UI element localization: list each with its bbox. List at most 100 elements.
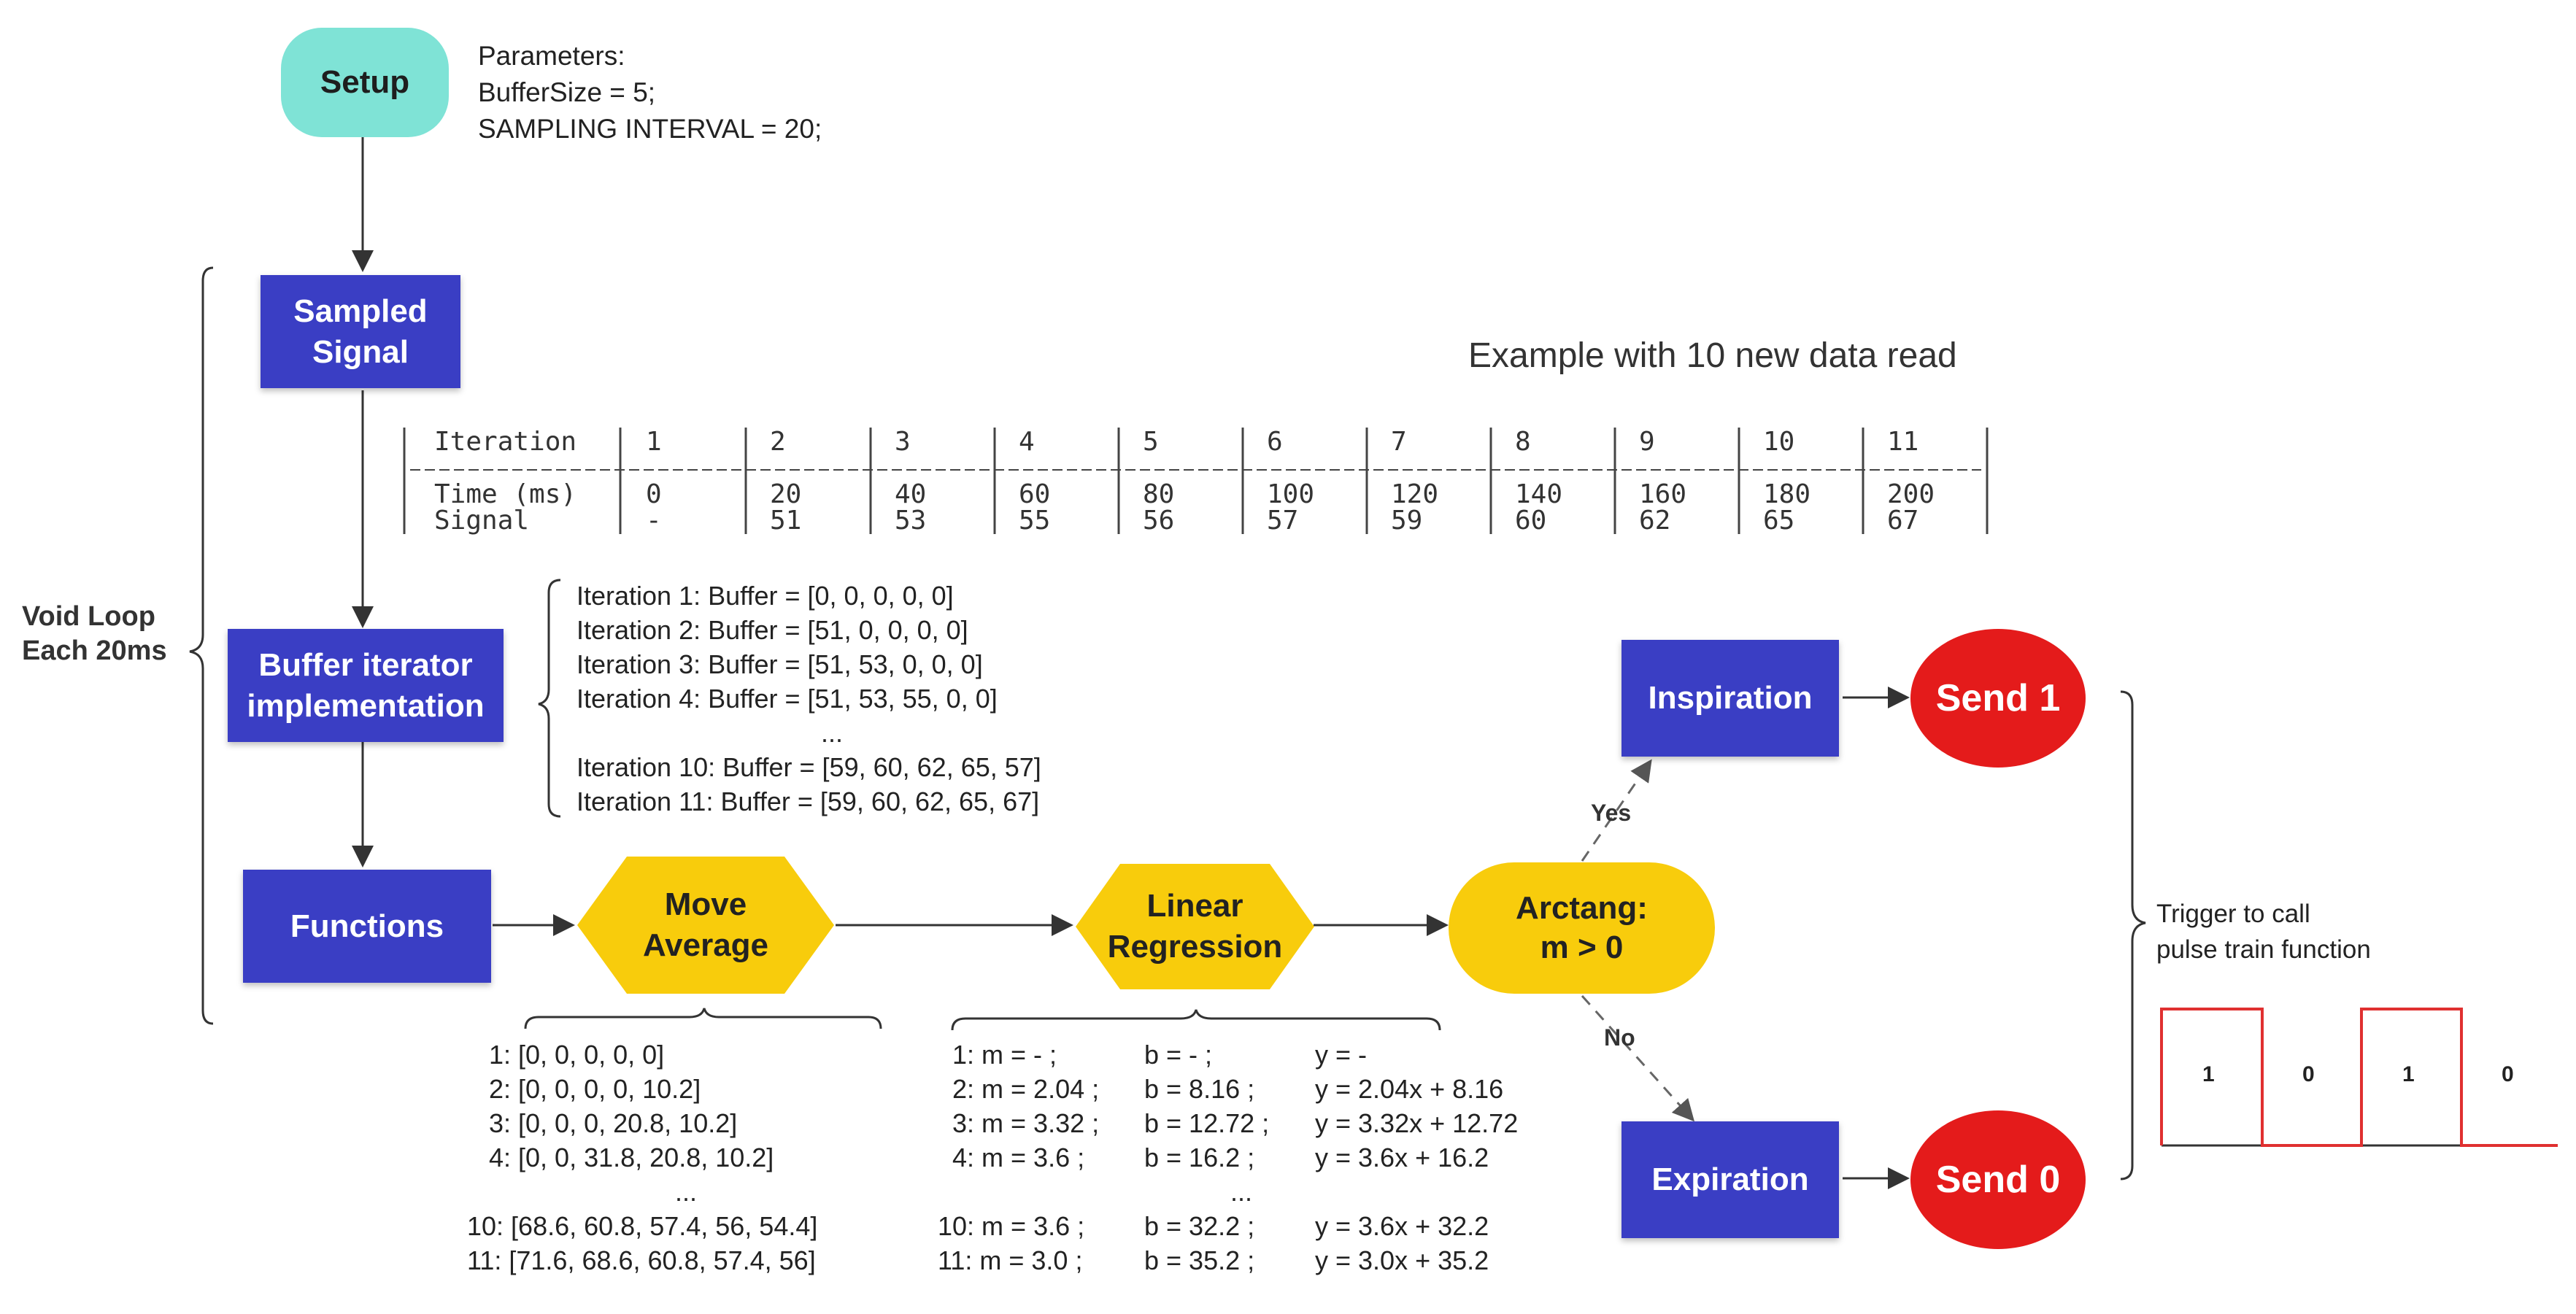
buffer-ellipsis: ... (821, 718, 844, 748)
regression-b: b = 35.2 ; (1144, 1245, 1255, 1275)
average-line: 4: [0, 0, 31.8, 20.8, 10.2] (489, 1143, 774, 1172)
table-grid (403, 428, 1989, 534)
row-label-signal: Signal (434, 506, 530, 536)
average-line: 2: [0, 0, 0, 0, 10.2] (489, 1074, 701, 1104)
row-label-iteration: Iteration (434, 427, 577, 457)
buffer-line: Iteration 1: Buffer = [0, 0, 0, 0, 0] (576, 581, 954, 611)
average-ellipsis: ... (675, 1177, 698, 1207)
linear-regression-label-2: Regression (1107, 929, 1283, 965)
void-loop-line: Void Loop (22, 601, 155, 632)
trigger-line: Trigger to call (2156, 900, 2310, 928)
arrow-no-branch (1581, 995, 1694, 1122)
table-cell: 1 (646, 427, 662, 457)
regression-m: 10: m = 3.6 ; (938, 1211, 1085, 1241)
average-lines: 1: [0, 0, 0, 0, 0] 2: [0, 0, 0, 0, 10.2]… (467, 1037, 817, 1278)
arctang-label-2: m > 0 (1540, 930, 1624, 965)
send0-node[interactable]: Send 0 (1910, 1110, 2086, 1249)
pulse-label: 1 (2202, 1062, 2215, 1086)
table-cell: 0 (646, 479, 662, 509)
trigger-text: Trigger to call pulse train function (2156, 896, 2371, 967)
pulse-label: 1 (2402, 1062, 2415, 1086)
regression-y: y = - (1315, 1040, 1368, 1070)
param-line: Parameters: (478, 41, 625, 71)
table-cell: 60 (1019, 479, 1051, 509)
average-line: 11: [71.6, 68.6, 60.8, 57.4, 56] (467, 1245, 816, 1275)
linear-regression-label-1: Linear (1146, 888, 1243, 924)
buffer-line: Iteration 11: Buffer = [59, 60, 62, 65, … (576, 787, 1040, 816)
regression-y: y = 3.6x + 16.2 (1315, 1143, 1489, 1172)
trigger-line: pulse train function (2156, 935, 2371, 964)
table-cell: 80 (1143, 479, 1175, 509)
regression-m: 11: m = 3.0 ; (938, 1245, 1083, 1275)
table-cell: 57 (1267, 506, 1299, 536)
example-title: Example with 10 new data read (1468, 336, 1957, 375)
functions-node[interactable]: Functions (243, 870, 491, 983)
arctang-node[interactable]: Arctang: m > 0 (1449, 862, 1715, 994)
table-cell: 10 (1763, 427, 1795, 457)
send-brace (2120, 690, 2146, 1180)
regression-b: b = - ; (1144, 1040, 1213, 1070)
table-cell: 20 (770, 479, 802, 509)
buffer-lines: Iteration 1: Buffer = [0, 0, 0, 0, 0] It… (576, 579, 1041, 819)
table-cell: 65 (1763, 506, 1795, 536)
average-line: 10: [68.6, 60.8, 57.4, 56, 54.4] (467, 1211, 818, 1241)
regression-y (1315, 1175, 1518, 1209)
move-average-label-1: Move (664, 886, 747, 922)
inspiration-label: Inspiration (1648, 680, 1813, 716)
regression-y: y = 3.32x + 12.72 (1315, 1108, 1519, 1138)
row-label-time: Time (ms) (434, 479, 577, 509)
buffer-iterator-label-2: implementation (247, 687, 485, 724)
buffer-line: Iteration 2: Buffer = [51, 0, 0, 0, 0] (576, 615, 968, 645)
table-cell: 60 (1515, 506, 1547, 536)
buffer-line: Iteration 4: Buffer = [51, 53, 55, 0, 0] (576, 684, 998, 714)
linear-regression-shape (1076, 864, 1314, 989)
table-cell: 9 (1639, 427, 1655, 457)
regression-y: y = 3.6x + 32.2 (1315, 1211, 1489, 1241)
table-cell: 8 (1515, 427, 1531, 457)
void-loop-brace (189, 266, 214, 1025)
table-cell: 55 (1019, 506, 1051, 536)
pulse-train-waveform (2160, 1008, 2558, 1147)
table-cell: 200 (1887, 479, 1935, 509)
buffer-brace (538, 579, 561, 818)
sampled-signal-label-1: Sampled (293, 293, 428, 329)
table-cell: 5 (1143, 427, 1159, 457)
move-average-shape (577, 857, 834, 994)
table-cell: 2 (770, 427, 786, 457)
table-cell: 53 (895, 506, 927, 536)
table-cell: 180 (1763, 479, 1811, 509)
table-cell: 40 (895, 479, 927, 509)
regression-y: y = 2.04x + 8.16 (1315, 1074, 1504, 1104)
buffer-iterator-label-1: Buffer iterator (258, 646, 473, 683)
yes-label: Yes (1591, 800, 1632, 826)
regression-m (938, 1175, 1099, 1209)
regression-m: 1: m = - ; (952, 1040, 1057, 1070)
void-loop-line: Each 20ms (22, 635, 167, 666)
send1-node[interactable]: Send 1 (1910, 629, 2086, 768)
table-cell: 62 (1639, 506, 1671, 536)
move-average-label-2: Average (642, 927, 769, 963)
parameters-text: Parameters:BufferSize = 5;SAMPLING INTER… (478, 38, 822, 147)
regression-col-y: y = - y = 2.04x + 8.16 y = 3.32x + 12.72… (1315, 1037, 1518, 1278)
table-cell: 3 (895, 427, 911, 457)
regression-col-b: b = - ; b = 8.16 ; b = 12.72 ; b = 16.2 … (1144, 1037, 1269, 1278)
buffer-line: Iteration 10: Buffer = [59, 60, 62, 65, … (576, 752, 1041, 782)
expiration-node[interactable]: Expiration (1621, 1121, 1839, 1238)
regression-ellipsis: ... (1230, 1177, 1253, 1207)
inspiration-node[interactable]: Inspiration (1621, 640, 1839, 757)
table-cell: 7 (1391, 427, 1407, 457)
arctang-label-1: Arctang: (1516, 890, 1648, 926)
setup-node[interactable]: Setup (281, 28, 449, 137)
buffer-iterator-node[interactable]: Buffer iterator implementation (228, 629, 504, 742)
regression-y: y = 3.0x + 35.2 (1315, 1245, 1489, 1275)
regression-b: b = 12.72 ; (1144, 1108, 1270, 1138)
regression-m: 3: m = 3.32 ; (952, 1108, 1100, 1138)
table-cell: 56 (1143, 506, 1175, 536)
setup-label: Setup (320, 64, 410, 100)
param-line: BufferSize = 5; (478, 77, 656, 107)
table-cell: 59 (1391, 506, 1423, 536)
